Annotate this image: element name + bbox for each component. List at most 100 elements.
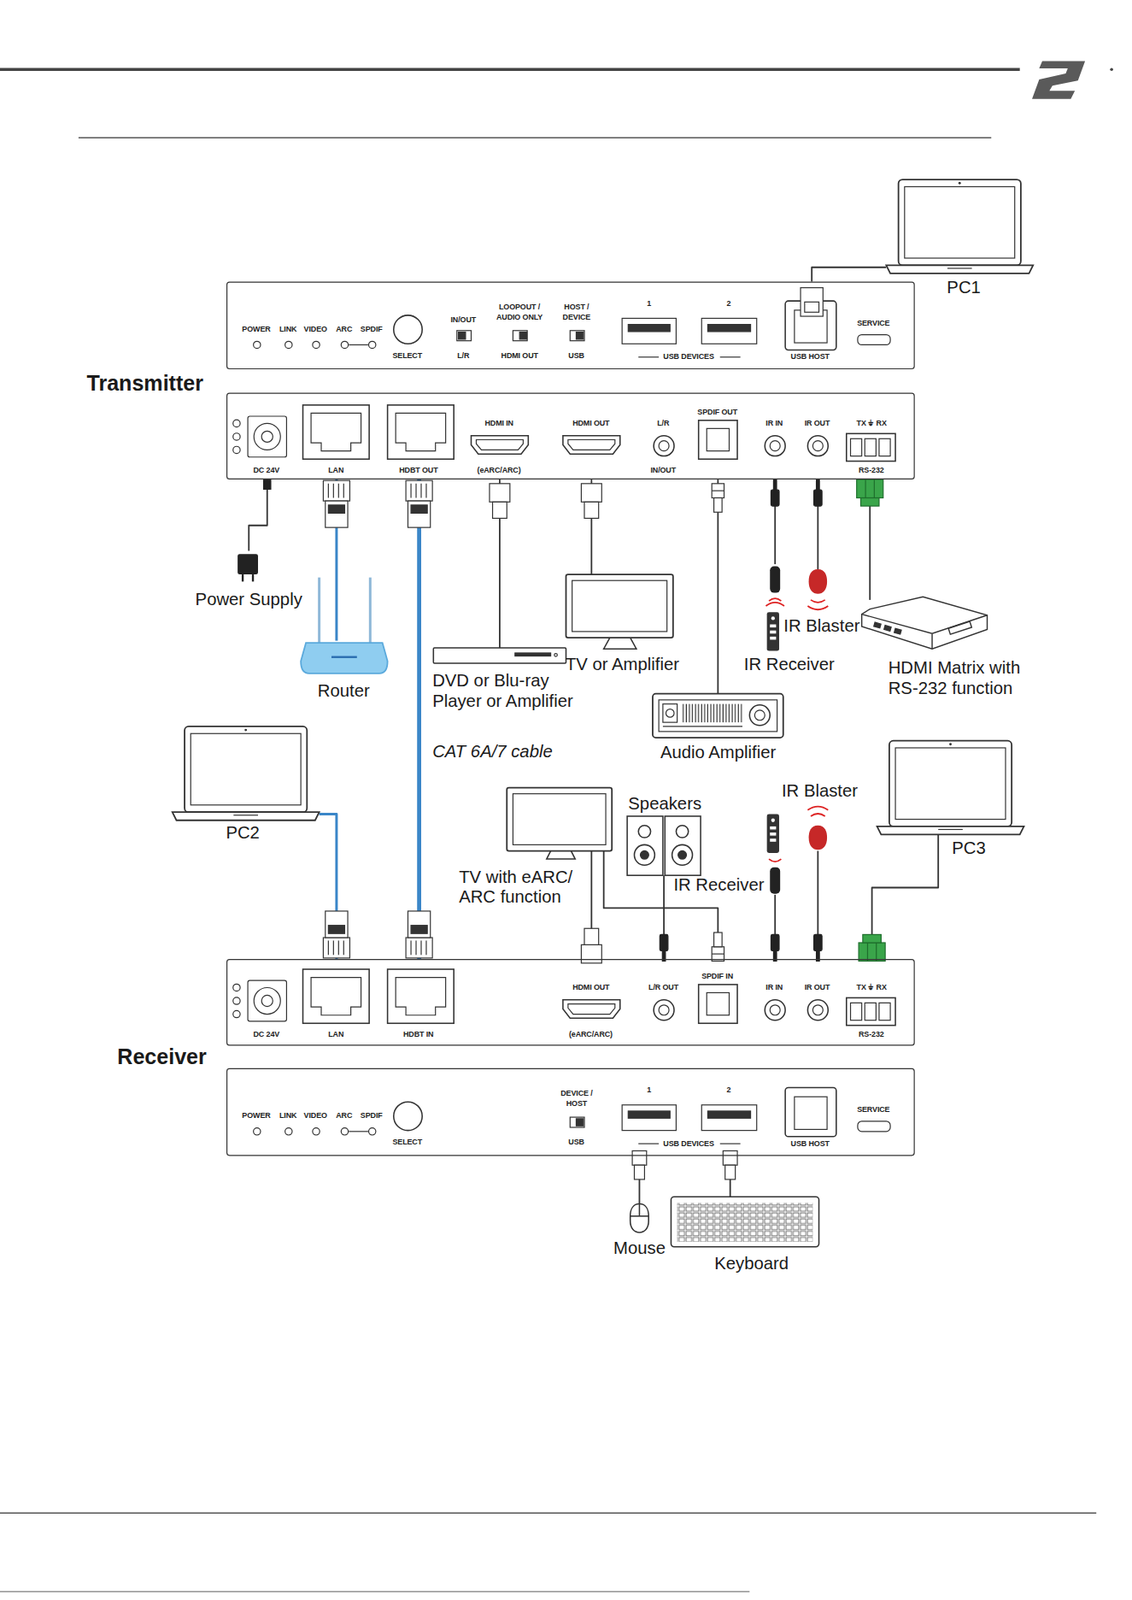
illustration — [885, 179, 1033, 274]
port-label: HDBT OUT — [398, 465, 438, 476]
dc-plug — [263, 479, 272, 490]
brand-logo — [1032, 61, 1086, 100]
amplifier-icon — [662, 703, 678, 722]
port-label: SPDIF IN — [701, 971, 734, 981]
port-label: (eARC/ARC) — [568, 1029, 613, 1039]
device-label: Power Supply — [195, 589, 303, 610]
illustration — [770, 933, 780, 961]
illustration — [814, 933, 823, 961]
device-label: IR Receiver — [744, 654, 835, 675]
amplifier-icon — [749, 704, 770, 726]
transmitter-front-parts — [253, 300, 891, 358]
port-label: RS-232 — [858, 465, 885, 476]
device-panel: DC 24VLANHDBT OUTHDMI IN(eARC/ARC)HDMI O… — [226, 392, 915, 480]
ir-receiver-icon — [767, 611, 780, 651]
port-label: HDMI OUT — [501, 351, 539, 361]
ir-receiver-icon — [765, 566, 784, 652]
ir-receiver-icon — [769, 630, 776, 634]
port-label: USB HOST — [791, 1138, 830, 1149]
ir-receiver-icon — [769, 566, 781, 593]
device-label: Mouse — [613, 1237, 666, 1259]
port-label: DC 24V — [253, 465, 281, 476]
device-icon: IR Blaster — [807, 568, 828, 612]
router-icon — [300, 642, 388, 674]
device-label: PC1 — [946, 277, 980, 299]
port-label: 2 — [726, 1085, 731, 1096]
port-label: DC 24V — [253, 1029, 281, 1039]
ir-receiver-icon — [769, 636, 776, 640]
tv-icon — [512, 793, 606, 845]
header-rule — [0, 67, 1021, 71]
port-label: ARC — [335, 1110, 352, 1121]
device-label: Keyboard — [714, 1253, 789, 1274]
dc-plug — [263, 479, 272, 490]
ir-receiver-icon — [769, 624, 776, 628]
hdmi-port — [470, 435, 528, 454]
port-label: RS-232 — [858, 1029, 885, 1039]
ir-receiver-icon — [767, 814, 782, 894]
port-label: POWER — [241, 1110, 270, 1121]
keyboard-icon — [677, 1202, 814, 1241]
port-label: SERVICE — [856, 1104, 890, 1115]
port-label: SPDIF — [360, 324, 383, 335]
device-icon: IR Receiver — [767, 563, 784, 653]
port-label: HOST / DEVICE — [559, 302, 595, 322]
device-label: Audio Amplifier — [660, 742, 776, 763]
speaker-icon — [627, 815, 701, 875]
device-icon: Power Supply — [237, 551, 259, 578]
ir-receiver-icon — [769, 832, 776, 836]
usb-b-plug — [804, 301, 820, 312]
section-rule — [78, 137, 992, 139]
speaker-icon — [633, 844, 655, 865]
ir-receiver-icon — [768, 858, 781, 862]
switch — [457, 330, 472, 341]
device-icon: PC3 — [877, 740, 1025, 835]
illustration — [489, 483, 511, 519]
power-adapter — [237, 553, 259, 575]
illustration — [877, 740, 1025, 835]
illustration — [659, 933, 669, 961]
illustration — [322, 910, 350, 958]
port-label: POWER — [241, 324, 270, 335]
tv-icon — [506, 787, 612, 860]
port-label: TX ⏚ RX — [856, 982, 887, 992]
port-label: VIDEO — [304, 324, 328, 335]
amplifier-icon — [658, 699, 777, 732]
power-adapter — [237, 553, 259, 581]
player-icon — [554, 653, 558, 657]
ir-blaster-icon — [809, 568, 828, 594]
speaker-icon — [640, 850, 650, 860]
port-label: LINK — [279, 1110, 297, 1121]
router-icon — [300, 577, 388, 674]
amplifier-icon — [652, 693, 784, 738]
ir-blaster-icon — [809, 825, 828, 851]
device-label: PC3 — [951, 838, 986, 859]
device-icon: Speakers — [627, 815, 702, 875]
port-label: VIDEO — [304, 1110, 328, 1121]
unit-title: Receiver — [117, 1043, 207, 1069]
router-icon — [369, 577, 372, 646]
matrix-icon — [873, 621, 881, 628]
port-label: USB HOST — [791, 351, 830, 362]
amplifier-icon — [652, 693, 784, 738]
device-panel: POWERLINKVIDEOARCSPDIFSELECTDEVICE / HOS… — [226, 1067, 915, 1156]
player-icon — [515, 652, 552, 657]
port-label: HDMI OUT — [572, 418, 610, 429]
ir-blaster-icon — [807, 806, 828, 816]
player-icon — [433, 647, 566, 663]
device-icon: TV or Amplifier — [566, 574, 674, 650]
hdmi-port — [470, 435, 528, 454]
port-label: ARC — [335, 324, 352, 335]
mouse-icon — [639, 1203, 641, 1216]
device-label: IR Blaster — [783, 615, 860, 637]
footer-rule — [0, 1590, 750, 1592]
speaker-icon — [672, 844, 693, 865]
port-label: USB — [568, 1137, 585, 1147]
tv-icon — [566, 574, 674, 649]
port-label: IN/OUT — [450, 315, 476, 325]
device-icon: PC1 — [885, 179, 1033, 274]
ir-receiver-icon — [765, 598, 784, 606]
device-panel: DC 24VLANHDBT INHDMI OUT(eARC/ARC)L/R OU… — [226, 958, 915, 1045]
port-label: 2 — [726, 299, 731, 309]
